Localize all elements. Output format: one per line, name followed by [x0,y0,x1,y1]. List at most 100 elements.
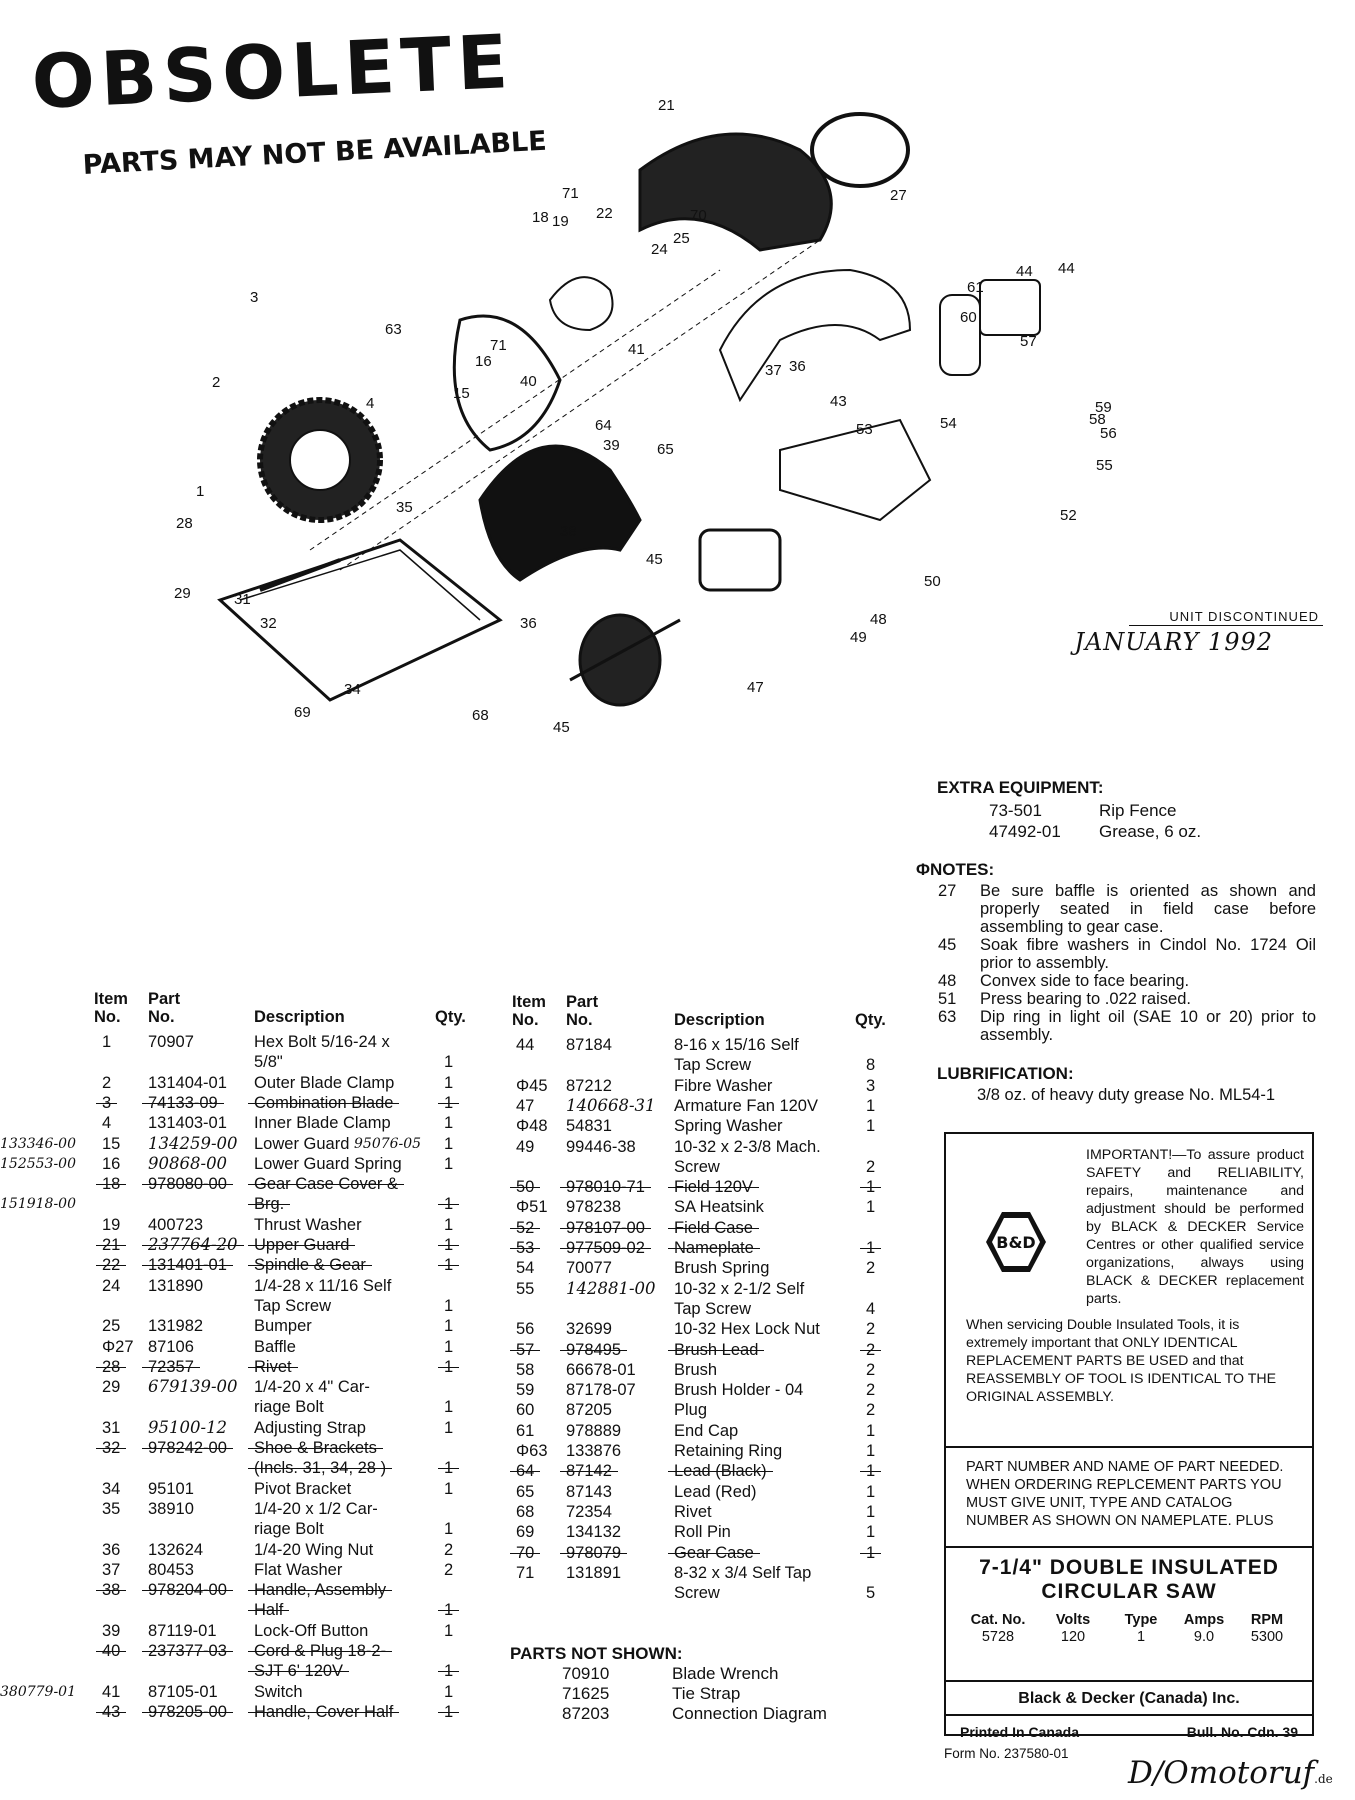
item-number: 21 [95,1236,127,1254]
callout-number: 19 [552,213,569,230]
item-number: 58 [516,1360,535,1379]
double-insulated-warning: When servicing Double Insulated Tools, i… [966,1317,1277,1405]
part-number: 87184 [566,1036,612,1054]
part-number: 131401-01 [142,1256,233,1275]
callout-number: 29 [174,585,191,602]
part-description: Shoe & Brackets [248,1439,383,1457]
part-number: 978107-00 [560,1218,651,1237]
header-part-no: No. [566,1011,593,1029]
handwritten-replacement: 133346-00 [0,1135,76,1152]
part-number: 134259-00 [148,1133,238,1153]
part-number: 679139-00 [148,1377,238,1397]
item-number: 28 [95,1357,127,1376]
quantity: 1 [866,1502,876,1521]
upper-guard-shape [638,132,833,252]
part-number: 95100-12 [148,1417,228,1437]
lubrication-title: LUBRIFICATION: [937,1064,1074,1083]
callout-number: 37 [765,362,782,379]
field-shape [698,528,782,592]
item-number: 55 [516,1279,535,1298]
callout-number: 64 [595,417,612,434]
callout-number: 3 [250,289,258,306]
manufacturer-name: Black & Decker (Canada) Inc. [946,1682,1312,1716]
quantity: 1 [444,1621,454,1640]
extra-equipment: EXTRA EQUIPMENT: 73-501 Rip Fence 47492-… [937,778,1201,842]
callout-number: 60 [960,309,977,326]
form-number: Form No. 237580-01 [944,1746,1069,1761]
handwritten-replacement: 380779-01 [0,1683,76,1700]
callout-number: 41 [628,341,645,358]
note-number: 45 [938,936,957,954]
part-number: 90868-00 [148,1153,228,1173]
note-text: Be sure baffle is oriented as shown and … [980,882,1316,936]
quantity: 1 [437,1195,460,1214]
part-number: 978242-00 [142,1439,233,1457]
item-number: 52 [509,1218,541,1237]
lubrication-text: 3/8 oz. of heavy duty grease No. ML54-1 [977,1086,1276,1104]
quantity: 1 [437,1093,460,1112]
item-number: Φ63 [516,1442,548,1460]
black-decker-logo-icon: B&D [986,1212,1046,1272]
quantity: 1 [444,1154,454,1173]
callout-number: 4 [366,395,374,412]
parts-row: 5/8"1 [92,1052,477,1072]
part-description: Gear Case Cover & [248,1175,404,1194]
quantity: 1 [437,1601,460,1620]
spec-header: Type [1124,1612,1158,1628]
callout-number: 69 [294,704,311,721]
item-number: 18 [95,1175,127,1194]
quantity: 1 [444,1317,454,1336]
item-number: 43 [95,1702,127,1721]
not-shown-desc: Tie Strap [672,1684,741,1703]
part-description: 10-32 Hex Lock Nut [674,1320,820,1339]
important-section: B&D IMPORTANT!—To assure product SAFETY … [956,1134,1304,1464]
part-number: 978238 [566,1198,622,1217]
ordering-instructions: PART NUMBER AND NAME OF PART NEEDED. WHE… [946,1446,1312,1540]
item-number: 44 [516,1036,535,1054]
item-number: 39 [102,1621,121,1640]
part-description: Plug [674,1401,708,1420]
note-text: Press bearing to .022 raised. [980,990,1191,1008]
discontinued-date: JANUARY 1992 [1074,628,1273,656]
spec-value: 9.0 [1193,1629,1215,1645]
part-description: Outer Blade Clamp [254,1073,395,1092]
quantity: 1 [866,1117,876,1136]
quantity: 1 [866,1198,876,1217]
quantity: 2 [859,1340,882,1359]
part-description: Hex Bolt 5/16-24 x [254,1033,390,1051]
part-number: 87119-01 [148,1621,217,1640]
part-number: 400723 [148,1215,204,1234]
product-info: 7-1/4" DOUBLE INSULATED CIRCULAR SAW Cat… [946,1546,1312,1646]
part-number: 978080-00 [142,1175,233,1194]
part-number: 72357 [142,1357,200,1376]
part-description: riage Bolt [254,1520,324,1539]
part-description: 10-32 x 2-1/2 Self [674,1279,805,1298]
quantity: 5 [866,1584,876,1603]
watermark-main: D/Omotoruf [1128,1755,1315,1791]
part-description: Adjusting Strap [254,1418,366,1437]
quantity: 1 [437,1236,460,1254]
part-description: 1/4-28 x 11/16 Self [254,1276,392,1295]
extra-part-number: 73-501 [989,801,1042,820]
quantity: 1 [444,1520,454,1539]
handle-half-shape [478,444,642,582]
spec-value: 1 [1136,1629,1146,1645]
part-description: Lower Guard [254,1134,350,1153]
extra-equipment-title: EXTRA EQUIPMENT: [937,778,1104,797]
